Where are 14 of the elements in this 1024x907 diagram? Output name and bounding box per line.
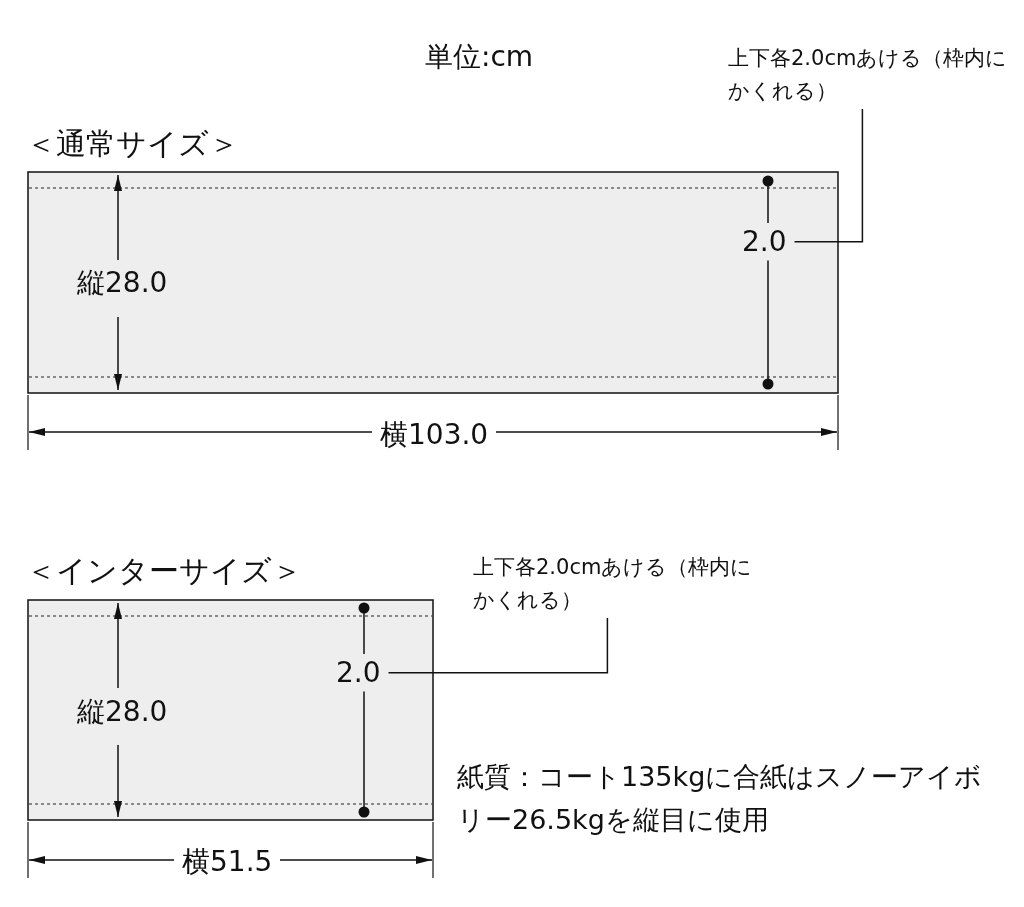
section-title: ＜インターサイズ＞ bbox=[26, 553, 302, 589]
dimension-label: 2.0 bbox=[336, 656, 381, 690]
dimension-label: 横51.5 bbox=[174, 845, 281, 879]
note-text: 上下各2.0cmあける（枠内にかくれる） bbox=[728, 42, 1008, 108]
note-text: 上下各2.0cmあける（枠内にかくれる） bbox=[473, 551, 753, 617]
unit-label: 単位:cm bbox=[425, 40, 534, 74]
section-title: ＜通常サイズ＞ bbox=[26, 126, 239, 162]
dimension-label: 縦28.0 bbox=[77, 695, 168, 729]
leader-line bbox=[387, 617, 609, 674]
paper-note: 紙質：コート135kgに合紙はスノーアイボリー26.5kgを縦目に使用 bbox=[457, 760, 984, 838]
dimension-label: 縦28.0 bbox=[77, 266, 168, 300]
leader-line bbox=[793, 108, 864, 243]
dimension-label: 横103.0 bbox=[372, 418, 497, 452]
dimension-label: 2.0 bbox=[742, 225, 787, 259]
